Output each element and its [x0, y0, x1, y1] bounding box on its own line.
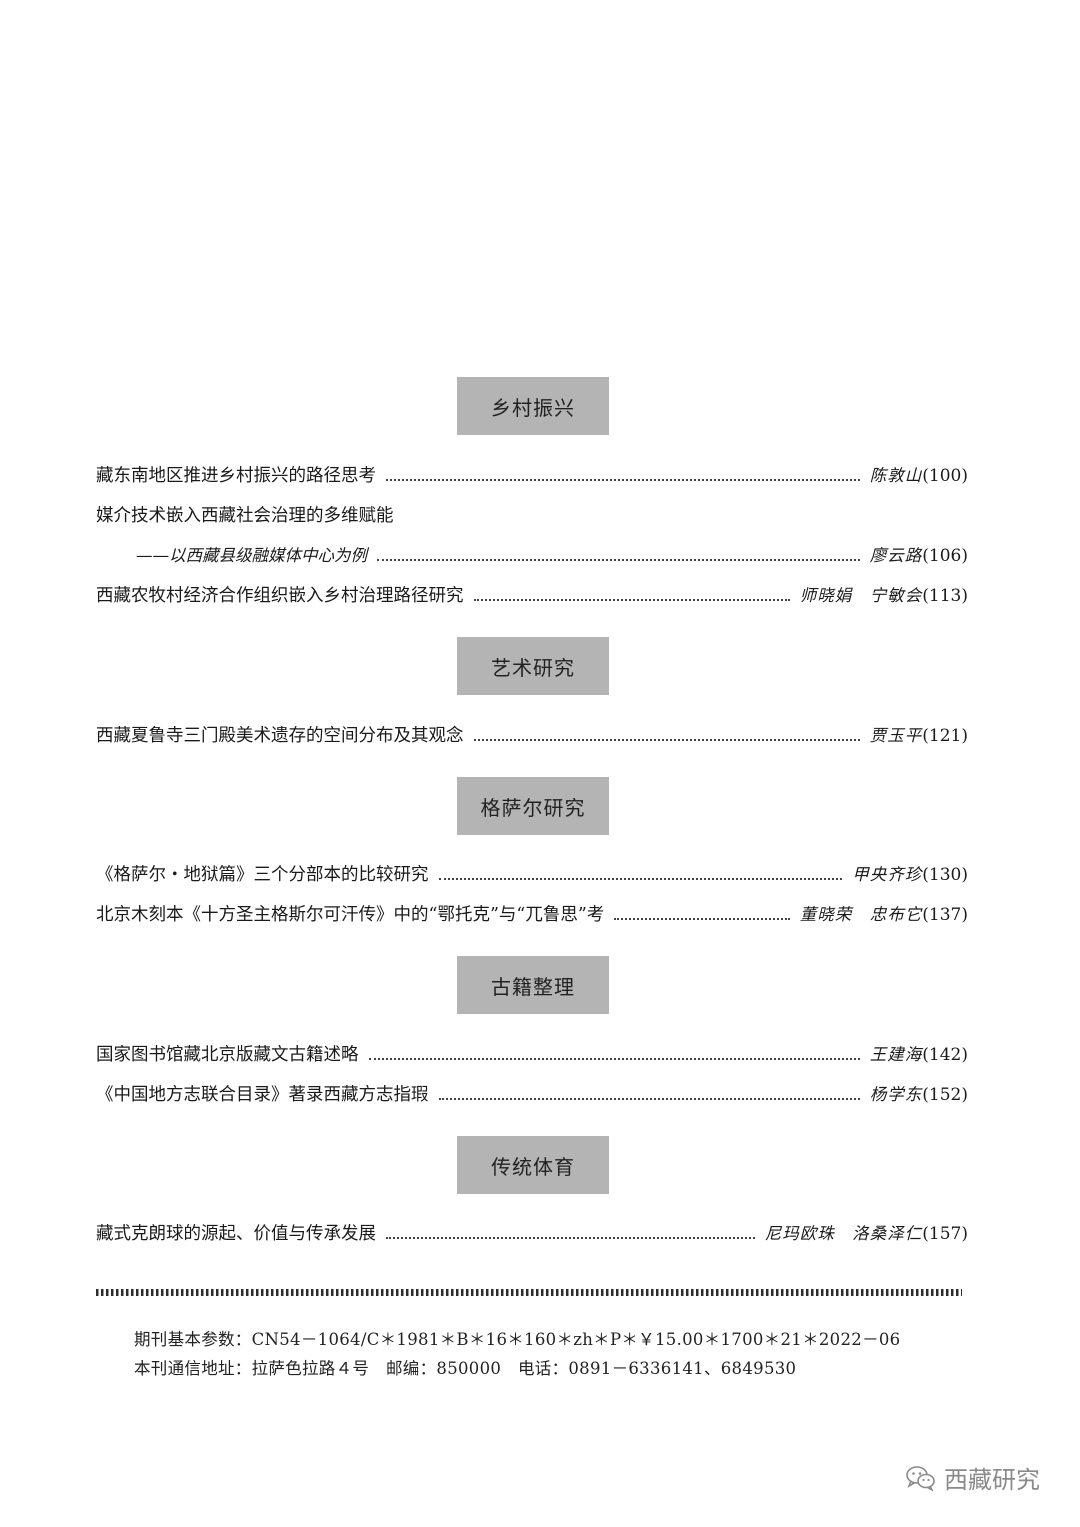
entry-author: 董晓荣 忠布它 [799, 905, 923, 924]
entry-author: 贾玉平 [869, 726, 923, 745]
entry-page: (121) [922, 726, 968, 746]
journal-address: 本刊通信地址：拉萨色拉路４号 邮编：850000 电话：0891－6336141… [134, 1359, 797, 1378]
dot-leader [368, 1058, 860, 1060]
toc-entry[interactable]: 《中国地方志联合目录》著录西藏方志指瑕 杨学东 (152) [96, 1081, 968, 1109]
wechat-icon [906, 1465, 936, 1491]
entry-title: 藏式克朗球的源起、价值与传承发展 [96, 1224, 376, 1244]
entry-author: 杨学东 [869, 1085, 923, 1104]
entry-page: (106) [922, 546, 968, 566]
entry-author: 廖云路 [869, 546, 923, 565]
entry-subtitle: ——以西藏县级融媒体中心为例 [136, 546, 367, 565]
watermark: 西藏研究 [906, 1460, 1040, 1495]
entry-author: 甲央齐珍 [852, 865, 923, 884]
toc-entry-subtitle[interactable]: ——以西藏县级融媒体中心为例 廖云路 (106) [136, 542, 968, 570]
section-header-rural-revitalization: 乡村振兴 [457, 377, 609, 435]
journal-parameters: 期刊基本参数：CN54－1064/C＊1981＊B＊16＊160＊zh＊P＊￥1… [134, 1330, 901, 1349]
entry-title: 媒介技术嵌入西藏社会治理的多维赋能 [96, 506, 394, 526]
dot-leader [377, 559, 860, 561]
entry-author: 尼玛欧珠 洛桑泽仁 [764, 1224, 923, 1243]
entry-author: 陈敦山 [869, 466, 923, 485]
section-header-gesar-research: 格萨尔研究 [457, 777, 609, 835]
entry-author: 王建海 [869, 1045, 923, 1064]
section-header-traditional-sports: 传统体育 [457, 1136, 609, 1194]
entry-title: 西藏农牧村经济合作组织嵌入乡村治理路径研究 [96, 586, 464, 606]
toc-entry[interactable]: 藏东南地区推进乡村振兴的路径思考 陈敦山 (100) [96, 462, 968, 490]
toc-entry[interactable]: 媒介技术嵌入西藏社会治理的多维赋能 [96, 502, 968, 530]
dot-leader [614, 918, 790, 920]
entry-page: (152) [922, 1085, 968, 1105]
entry-title: 藏东南地区推进乡村振兴的路径思考 [96, 466, 376, 486]
entry-title: 西藏夏鲁寺三门殿美术遗存的空间分布及其观念 [96, 726, 464, 746]
dot-leader [473, 739, 860, 741]
dot-leader [438, 1098, 860, 1100]
entry-page: (130) [922, 865, 968, 885]
watermark-text: 西藏研究 [944, 1466, 1040, 1494]
toc-entry[interactable]: 《格萨尔・地狱篇》三个分部本的比较研究 甲央齐珍 (130) [96, 861, 968, 889]
section-header-ancient-books: 古籍整理 [457, 956, 609, 1014]
entry-page: (100) [922, 466, 968, 486]
dot-leader [438, 878, 843, 880]
entry-title: 北京木刻本《十方圣主格斯尔可汗传》中的“鄂托克”与“兀鲁思”考 [96, 905, 605, 925]
toc-entry[interactable]: 西藏夏鲁寺三门殿美术遗存的空间分布及其观念 贾玉平 (121) [96, 722, 968, 750]
entry-page: (157) [922, 1224, 968, 1244]
entry-author: 师晓娟 宁敏会 [799, 586, 923, 605]
dot-leader [386, 479, 860, 481]
entry-page: (142) [922, 1045, 968, 1065]
dot-leader [386, 1237, 755, 1239]
section-header-art-research: 艺术研究 [457, 637, 609, 695]
hatched-divider [96, 1289, 962, 1296]
toc-entry[interactable]: 国家图书馆藏北京版藏文古籍述略 王建海 (142) [96, 1041, 968, 1069]
dot-leader [473, 599, 790, 601]
toc-entry[interactable]: 藏式克朗球的源起、价值与传承发展 尼玛欧珠 洛桑泽仁 (157) [96, 1220, 968, 1248]
entry-page: (137) [922, 905, 968, 925]
entry-page: (113) [922, 586, 968, 606]
entry-title: 国家图书馆藏北京版藏文古籍述略 [96, 1045, 359, 1065]
toc-entry[interactable]: 北京木刻本《十方圣主格斯尔可汗传》中的“鄂托克”与“兀鲁思”考 董晓荣 忠布它 … [96, 901, 968, 929]
entry-title: 《格萨尔・地狱篇》三个分部本的比较研究 [96, 865, 429, 885]
entry-title: 《中国地方志联合目录》著录西藏方志指瑕 [96, 1085, 429, 1105]
toc-entry[interactable]: 西藏农牧村经济合作组织嵌入乡村治理路径研究 师晓娟 宁敏会 (113) [96, 582, 968, 610]
